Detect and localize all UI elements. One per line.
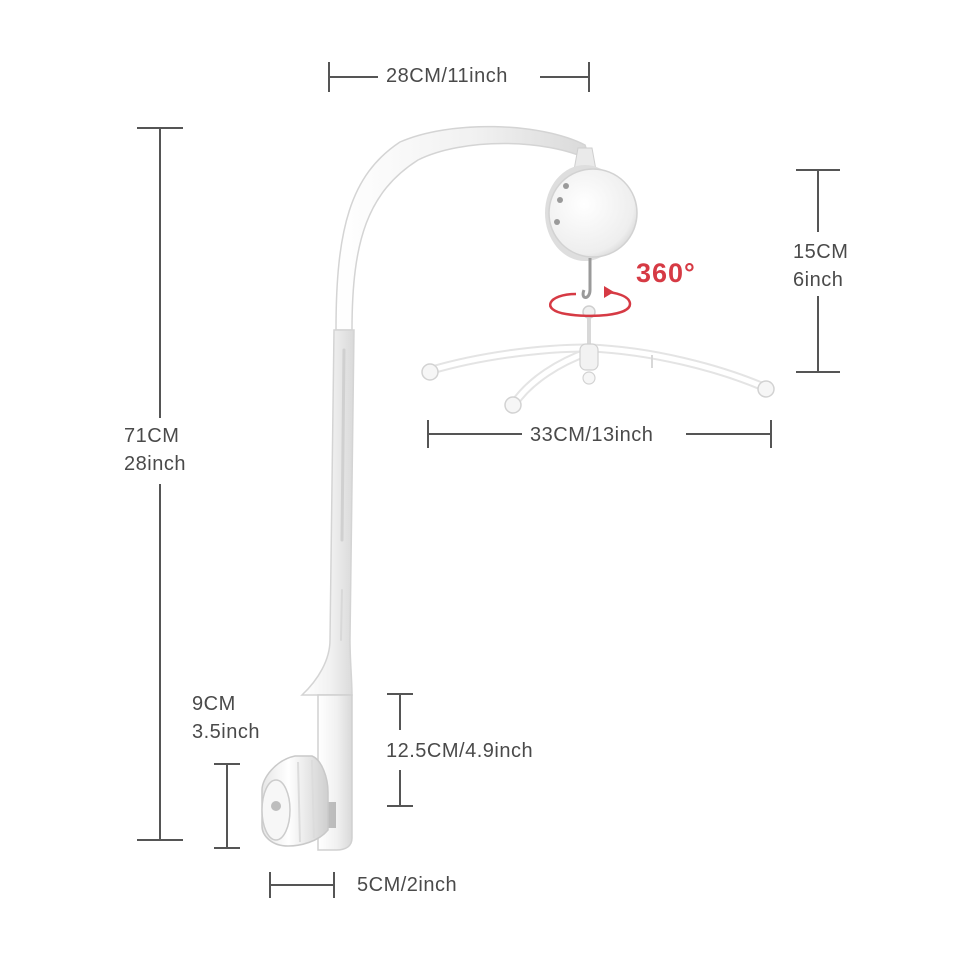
arm-reach-label: 28CM/11inch bbox=[386, 65, 508, 87]
total-height-cm-label: 71CM bbox=[124, 425, 180, 447]
rotation-arrow-icon bbox=[549, 286, 632, 318]
dimension-arm-reach-line bbox=[328, 62, 590, 92]
clamp-height-in-label: 3.5inch bbox=[192, 721, 260, 743]
dimension-hanger-height-line bbox=[796, 169, 840, 373]
music-box bbox=[545, 147, 638, 345]
total-height-in-label: 28inch bbox=[124, 453, 186, 475]
clamp-height-cm-label: 9CM bbox=[192, 693, 236, 715]
dimension-clamp-width-line bbox=[269, 872, 335, 898]
toy-hanger bbox=[421, 343, 775, 414]
hanger-height-in-label: 6inch bbox=[793, 269, 844, 291]
dimension-clamp-height-line bbox=[214, 763, 240, 849]
dimension-clamp-range-line bbox=[387, 693, 413, 807]
clamp-width-label: 5CM/2inch bbox=[357, 874, 458, 896]
dimension-hanger-width-line bbox=[427, 420, 772, 448]
hanger-width-label: 33CM/13inch bbox=[530, 424, 654, 446]
rotation-label: 360° bbox=[636, 258, 696, 288]
hanger-height-cm-label: 15CM bbox=[793, 241, 849, 263]
dimension-total-height-line bbox=[137, 127, 183, 841]
clamp-range-label: 12.5CM/4.9inch bbox=[386, 740, 534, 762]
clamp-knob bbox=[261, 755, 329, 847]
